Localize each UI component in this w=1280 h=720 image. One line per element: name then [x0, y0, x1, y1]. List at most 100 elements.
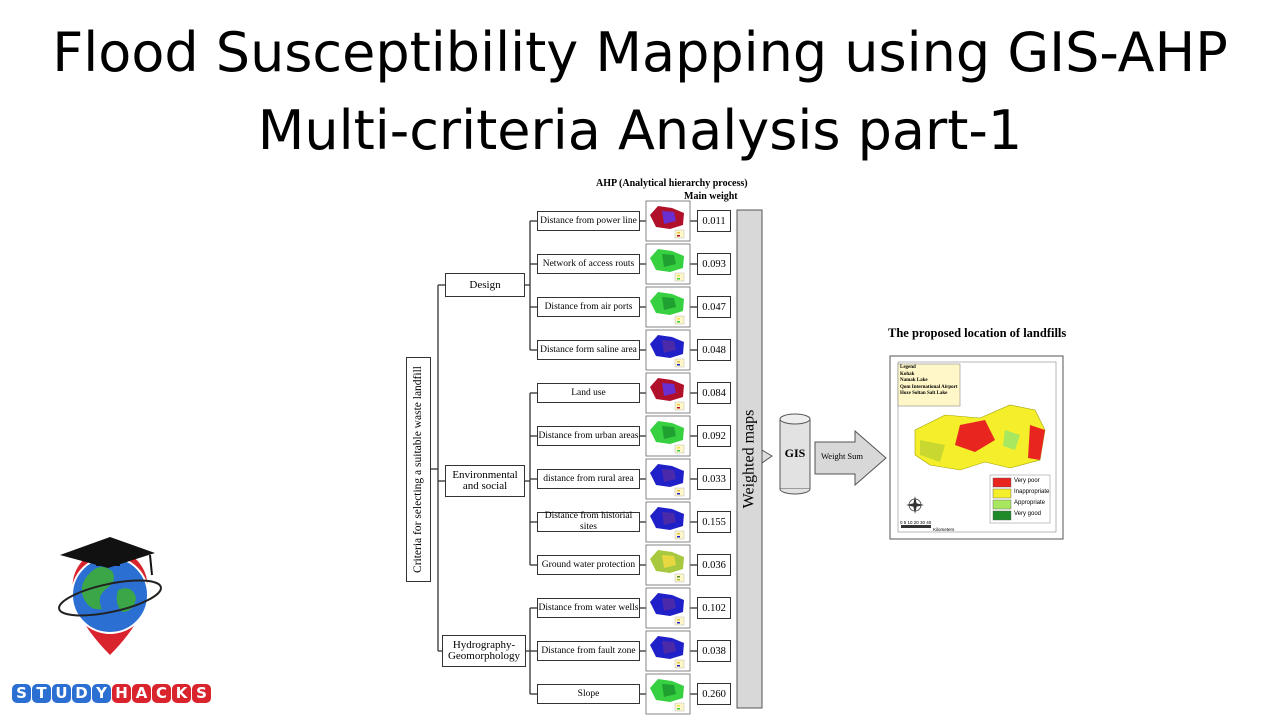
- class-label: Appropriate: [1014, 500, 1046, 506]
- criterion-map-thumbnail: [645, 329, 691, 371]
- logo-letter: U: [52, 684, 71, 703]
- criterion-map-thumbnail: [645, 372, 691, 414]
- group-node-hydrography: Hydrography- Geomorphology: [442, 635, 526, 667]
- criterion-label: Distance from historial sites: [544, 511, 633, 532]
- weight-value-box: 0.155: [697, 511, 731, 533]
- weight-value-box: 0.260: [697, 683, 731, 705]
- logo-letter: S: [12, 684, 31, 703]
- weight-value: 0.102: [702, 602, 726, 614]
- studyhacks-logo: [58, 537, 162, 655]
- legend-item: Kohak: [900, 371, 915, 377]
- weight-value: 0.048: [702, 344, 726, 356]
- group-label-design: Design: [469, 278, 501, 291]
- main-weight-header: Main weight: [684, 191, 738, 202]
- weight-value: 0.092: [702, 430, 726, 442]
- logo-letter: S: [192, 684, 211, 703]
- weight-value-box: 0.102: [697, 597, 731, 619]
- logo-letter: D: [72, 684, 91, 703]
- criterion-node: Distance from water wells: [537, 598, 640, 618]
- group-label-hydrography: Hydrography- Geomorphology: [447, 639, 521, 662]
- logo-letter: T: [32, 684, 51, 703]
- legend-swatch: [992, 510, 1012, 521]
- criterion-label: Land use: [571, 387, 606, 398]
- legend-item: Qom International Airport: [900, 384, 958, 390]
- criterion-map-thumbnail: [645, 501, 691, 543]
- criterion-node: Distance from fault zone: [537, 641, 640, 661]
- legend-title: Legend: [900, 365, 916, 370]
- legend-swatch: [992, 477, 1012, 488]
- weight-value-box: 0.084: [697, 382, 731, 404]
- criterion-node: Distance from air ports: [537, 297, 640, 317]
- weight-value: 0.036: [702, 559, 726, 571]
- criterion-node: distance from rural area: [537, 469, 640, 489]
- criterion-node: Distance from historial sites: [537, 511, 640, 532]
- criterion-node: Network of access routs: [537, 254, 640, 274]
- criterion-node: Distance form saline area: [537, 340, 640, 360]
- legend-item: Namak Lake: [900, 378, 928, 383]
- weighted-maps-label: Weighted maps: [740, 409, 758, 509]
- criterion-label: Distance from power line: [540, 215, 637, 226]
- legend-item: Hoze Soltan Salt Lake: [900, 391, 948, 396]
- weight-value-box: 0.038: [697, 640, 731, 662]
- result-map-class-legend: Very poor Inappropriate Appropriate Very…: [1014, 476, 1049, 520]
- weight-value-box: 0.093: [697, 253, 731, 275]
- weight-value: 0.033: [702, 473, 726, 485]
- criterion-label: Distance from air ports: [544, 301, 633, 312]
- group-node-design: Design: [445, 273, 525, 297]
- criterion-map-thumbnail: [645, 243, 691, 285]
- criterion-label: distance from rural area: [543, 473, 634, 484]
- weighted-maps-label-box: Weighted maps: [737, 210, 762, 708]
- criterion-node: Distance from urban areas: [537, 426, 640, 446]
- logo-letter: Y: [92, 684, 111, 703]
- weight-value-box: 0.092: [697, 425, 731, 447]
- gis-cylinder-icon: [779, 413, 811, 495]
- ahp-header: AHP (Analytical hierarchy process): [596, 178, 748, 189]
- criterion-map-thumbnail: [645, 286, 691, 328]
- criterion-map-thumbnail: [645, 458, 691, 500]
- arrow-to-gis: [761, 449, 773, 464]
- criterion-label: Distance from water wells: [538, 602, 639, 613]
- weight-value: 0.084: [702, 387, 726, 399]
- scale-bar-unit: Kilometers: [933, 527, 955, 532]
- logo-letter: K: [172, 684, 191, 703]
- result-map-legend-swatches: [989, 474, 1051, 524]
- criterion-label: Slope: [577, 688, 600, 699]
- weight-value-box: 0.033: [697, 468, 731, 490]
- criterion-map-thumbnail: [645, 673, 691, 715]
- hierarchy-connectors: [431, 220, 697, 695]
- weight-sum-arrow: [814, 429, 887, 487]
- criterion-node: Ground water protection: [537, 555, 640, 575]
- scale-bar-label: 0 5 10 20 30 40: [900, 520, 932, 525]
- root-criteria-node: Criteria for selecting a suitable waste …: [406, 357, 431, 582]
- result-map-legend: Legend Kohak Namak Lake Qom Internationa…: [900, 365, 958, 398]
- weight-value-box: 0.047: [697, 296, 731, 318]
- criterion-node: Distance from power line: [537, 211, 640, 231]
- weight-value: 0.155: [702, 516, 726, 528]
- criterion-map-thumbnail: [645, 544, 691, 586]
- weight-value: 0.011: [702, 215, 726, 227]
- legend-swatch: [992, 488, 1012, 499]
- logo-letter: C: [152, 684, 171, 703]
- criterion-map-thumbnail: [645, 200, 691, 242]
- logo-letter: H: [112, 684, 131, 703]
- result-title: The proposed location of landfills: [888, 326, 1067, 340]
- criterion-label: Distance from fault zone: [541, 645, 636, 656]
- criterion-label: Ground water protection: [541, 559, 636, 570]
- page-title-line-1: Flood Susceptibility Mapping using GIS-A…: [52, 21, 1228, 84]
- criterion-node: Slope: [537, 684, 640, 704]
- weight-value-box: 0.048: [697, 339, 731, 361]
- gis-label: GIS: [784, 446, 806, 460]
- class-label: Inappropriate: [1014, 489, 1050, 495]
- weight-value: 0.047: [702, 301, 726, 313]
- weight-value: 0.260: [702, 688, 726, 700]
- root-criteria-label: Criteria for selecting a suitable waste …: [412, 366, 424, 573]
- logo-letter: A: [132, 684, 151, 703]
- legend-swatch: [992, 499, 1012, 510]
- class-label: Very good: [1014, 511, 1042, 517]
- criterion-node: Land use: [537, 383, 640, 403]
- class-label: Very poor: [1014, 478, 1040, 484]
- criterion-map-thumbnail: [645, 587, 691, 629]
- weight-sum-label: Weight Sum: [820, 451, 864, 461]
